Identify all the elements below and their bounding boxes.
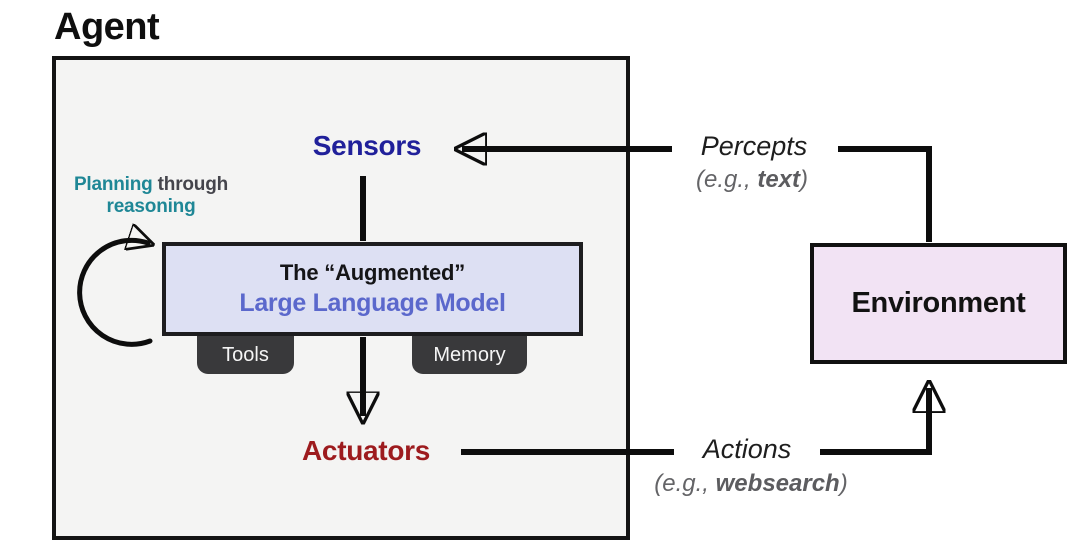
- environment-label: Environment: [851, 287, 1026, 319]
- environment-box: Environment: [810, 243, 1067, 364]
- percepts-example-close: ): [800, 166, 809, 193]
- actuators-label: Actuators: [302, 435, 430, 466]
- actions-example-open: (e.g.,: [654, 470, 716, 497]
- actions-example-label: (e.g., websearch): [654, 470, 847, 498]
- memory-tab-label: Memory: [433, 343, 506, 366]
- llm-box-title: The “Augmented”: [279, 260, 466, 285]
- percepts-label: Percepts: [700, 131, 808, 161]
- memory-tab: Memory: [412, 336, 527, 374]
- percepts-example-label: (e.g., text): [696, 166, 808, 194]
- augmented-llm-box: The “Augmented” Large Language Model: [162, 242, 583, 336]
- sensors-label: Sensors: [312, 130, 422, 161]
- through-word: through: [157, 174, 229, 195]
- actions-label: Actions: [702, 434, 792, 464]
- tools-tab: Tools: [197, 336, 294, 374]
- agent-title: Agent: [54, 6, 160, 48]
- tools-tab-label: Tools: [222, 343, 269, 366]
- actions-arrow-into-environment: [820, 388, 929, 455]
- actions-example-close: ): [839, 470, 848, 497]
- planning-reasoning-label: Planning through reasoning: [41, 174, 261, 218]
- percepts-wire-right-segment: [838, 146, 932, 242]
- percepts-example-bold: text: [757, 166, 801, 193]
- percepts-example-open: (e.g.,: [695, 166, 758, 193]
- reasoning-word: reasoning: [106, 196, 196, 217]
- llm-box-subtitle: Large Language Model: [239, 289, 506, 317]
- actions-example-bold: websearch: [715, 470, 840, 497]
- planning-word: Planning: [73, 174, 153, 195]
